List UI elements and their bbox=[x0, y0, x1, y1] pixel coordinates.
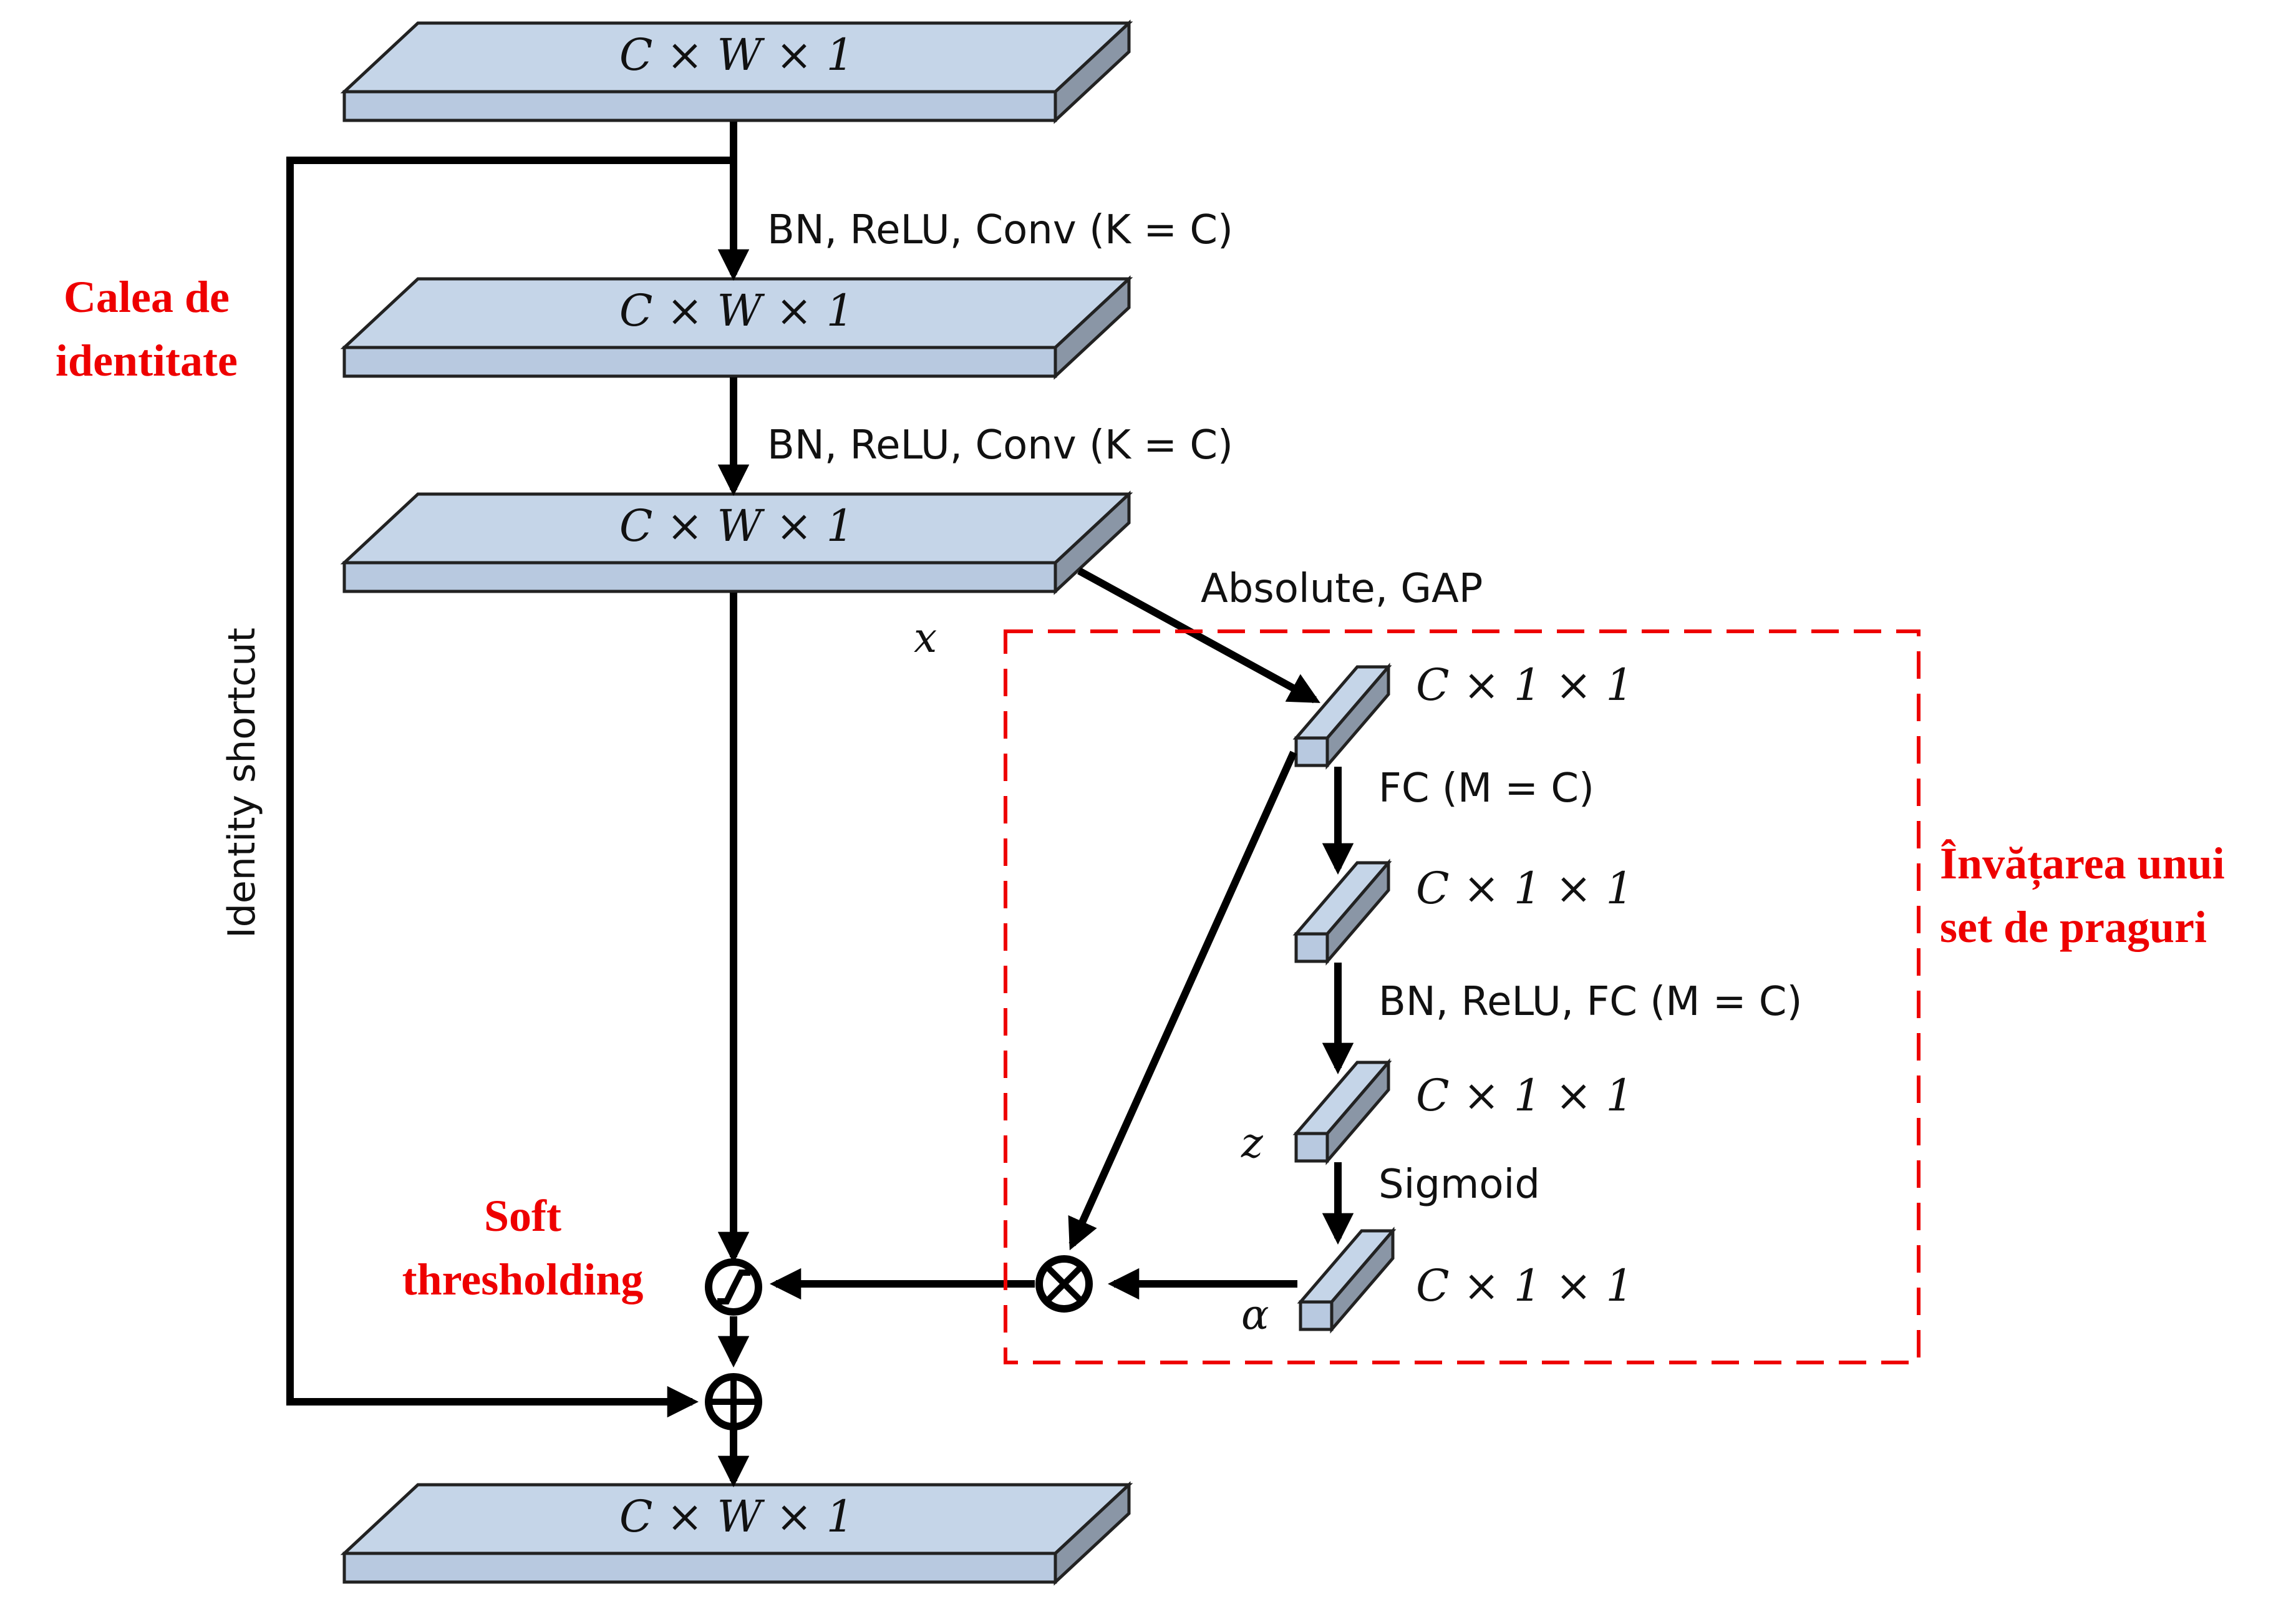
var-alpha-label: α bbox=[1241, 1291, 1269, 1339]
block-bottom: C × W × 1 bbox=[340, 1481, 1133, 1586]
identity-shortcut-label: Identity shortcut bbox=[220, 628, 264, 938]
arrow-abs-gap bbox=[1077, 567, 1320, 704]
vector-block-4: C × 1 × 1 bbox=[1297, 1226, 1634, 1334]
block-second: C × W × 1 bbox=[340, 275, 1133, 380]
annotation-threshold-line1: Învățarea unui bbox=[1940, 838, 2225, 890]
vector-block-2: C × 1 × 1 bbox=[1292, 858, 1634, 966]
vector-block-1: C × 1 × 1 bbox=[1292, 659, 1634, 770]
block-top-label: C × W × 1 bbox=[619, 29, 854, 80]
var-x-label: x bbox=[914, 614, 937, 662]
op-fc1-label: FC (M = C) bbox=[1378, 765, 1594, 812]
block-bottom-label: C × W × 1 bbox=[619, 1491, 854, 1542]
annotation-soft-line1: Soft bbox=[484, 1191, 561, 1241]
op-conv2-label: BN, ReLU, Conv (K = C) bbox=[767, 422, 1233, 469]
arrow-gap-to-multiply bbox=[1068, 750, 1297, 1251]
add-operator bbox=[705, 1373, 762, 1430]
soft-threshold-operator bbox=[705, 1258, 762, 1316]
vector-block-4-label: C × 1 × 1 bbox=[1416, 1260, 1634, 1311]
block-third-label: C × W × 1 bbox=[619, 500, 854, 551]
annotation-threshold-line2: set de praguri bbox=[1940, 902, 2207, 952]
block-top: C × W × 1 bbox=[340, 19, 1133, 124]
vector-block-3-label: C × 1 × 1 bbox=[1416, 1070, 1634, 1121]
block-second-label: C × W × 1 bbox=[619, 285, 854, 336]
identity-shortcut-line bbox=[286, 157, 734, 1418]
vector-block-3: C × 1 × 1 bbox=[1292, 1058, 1634, 1165]
op-sigmoid-label: Sigmoid bbox=[1378, 1162, 1540, 1208]
block-third: C × W × 1 bbox=[340, 490, 1133, 595]
var-z-label: z bbox=[1241, 1119, 1264, 1167]
op-fc2-label: BN, ReLU, FC (M = C) bbox=[1378, 979, 1802, 1025]
op-abs-gap-label: Absolute, GAP bbox=[1201, 566, 1483, 612]
vector-block-2-label: C × 1 × 1 bbox=[1416, 863, 1634, 914]
threshold-learning-box bbox=[1004, 629, 1921, 1364]
annotation-identity-line1: Calea de bbox=[64, 272, 230, 322]
vector-block-1-label: C × 1 × 1 bbox=[1416, 659, 1634, 711]
multiply-operator bbox=[1035, 1255, 1093, 1313]
op-conv1-label: BN, ReLU, Conv (K = C) bbox=[767, 207, 1233, 253]
annotation-identity-line2: identitate bbox=[56, 336, 238, 386]
annotation-soft-line2: thresholding bbox=[402, 1255, 644, 1304]
